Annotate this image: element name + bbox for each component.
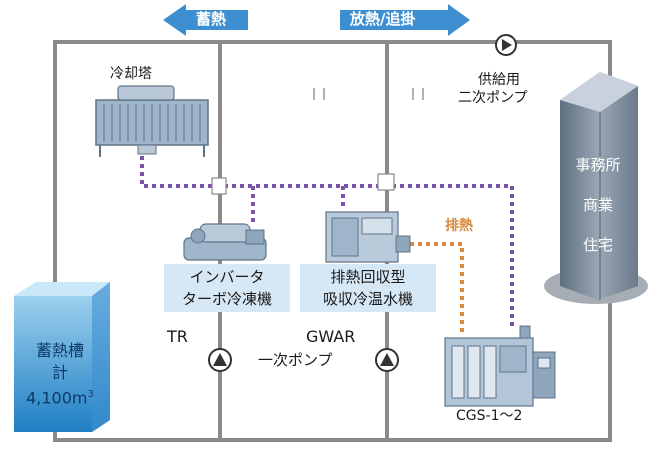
exhaust-heat-line xyxy=(410,242,464,335)
exhaust-heat-label: 排熱 xyxy=(445,218,473,234)
storage-arrow-label: 蓄熱 xyxy=(196,10,227,28)
supply-pump-label-2: 二次ポンプ xyxy=(458,90,528,106)
inverter-chiller-line-1: インバータ xyxy=(189,268,265,286)
building-use-residential: 住宅 xyxy=(582,236,613,254)
primary-pump-tr-icon xyxy=(208,348,232,372)
inverter-chiller-label: インバータ ターボ冷凍機 xyxy=(164,264,290,312)
building-icon xyxy=(544,72,648,304)
primary-pump-label: 一次ポンプ xyxy=(258,351,333,369)
building-use-commercial: 商業 xyxy=(582,196,613,214)
supply-pump-icon xyxy=(495,34,517,56)
absorption-chiller-line-2: 吸収冷温水機 xyxy=(322,290,413,308)
cgs-label: CGS-1～2 xyxy=(456,408,523,424)
inverter-chiller-line-2: ターボ冷凍機 xyxy=(181,290,272,308)
discharge-arrow-label: 放熱/追掛 xyxy=(350,10,416,28)
pipe-crossings xyxy=(211,173,395,195)
signal-lines xyxy=(140,156,514,330)
tr-label: TR xyxy=(167,327,188,346)
gwar-label: GWAR xyxy=(306,327,356,346)
storage-arrow xyxy=(163,4,248,36)
cgs-unit-icon xyxy=(444,325,556,407)
storage-tank-label: 蓄熱槽 計 4,100m3 xyxy=(12,340,108,409)
cooling-tower-icon xyxy=(95,85,209,157)
absorption-chiller-icon xyxy=(325,211,411,263)
tank-total: 計 xyxy=(51,363,68,382)
valve-marks xyxy=(313,88,424,100)
building-use-office: 事務所 xyxy=(575,156,621,174)
supply-pump-label-1: 供給用 xyxy=(478,72,520,88)
discharge-arrow xyxy=(340,4,470,36)
cooling-tower-label: 冷却塔 xyxy=(110,66,152,82)
inverter-turbo-chiller-icon xyxy=(183,223,267,261)
tank-volume-unit-sup: 3 xyxy=(87,389,94,400)
primary-pump-gwar-icon xyxy=(375,348,399,372)
storage-tank-icon xyxy=(14,282,110,432)
absorption-chiller-label: 排熱回収型 吸収冷温水機 xyxy=(300,264,436,312)
tank-name: 蓄熱槽 xyxy=(35,341,84,360)
tank-volume-value: 4,100m xyxy=(26,388,88,408)
absorption-chiller-line-1: 排熱回収型 xyxy=(330,268,406,286)
tank-volume: 4,100m3 xyxy=(12,384,108,409)
